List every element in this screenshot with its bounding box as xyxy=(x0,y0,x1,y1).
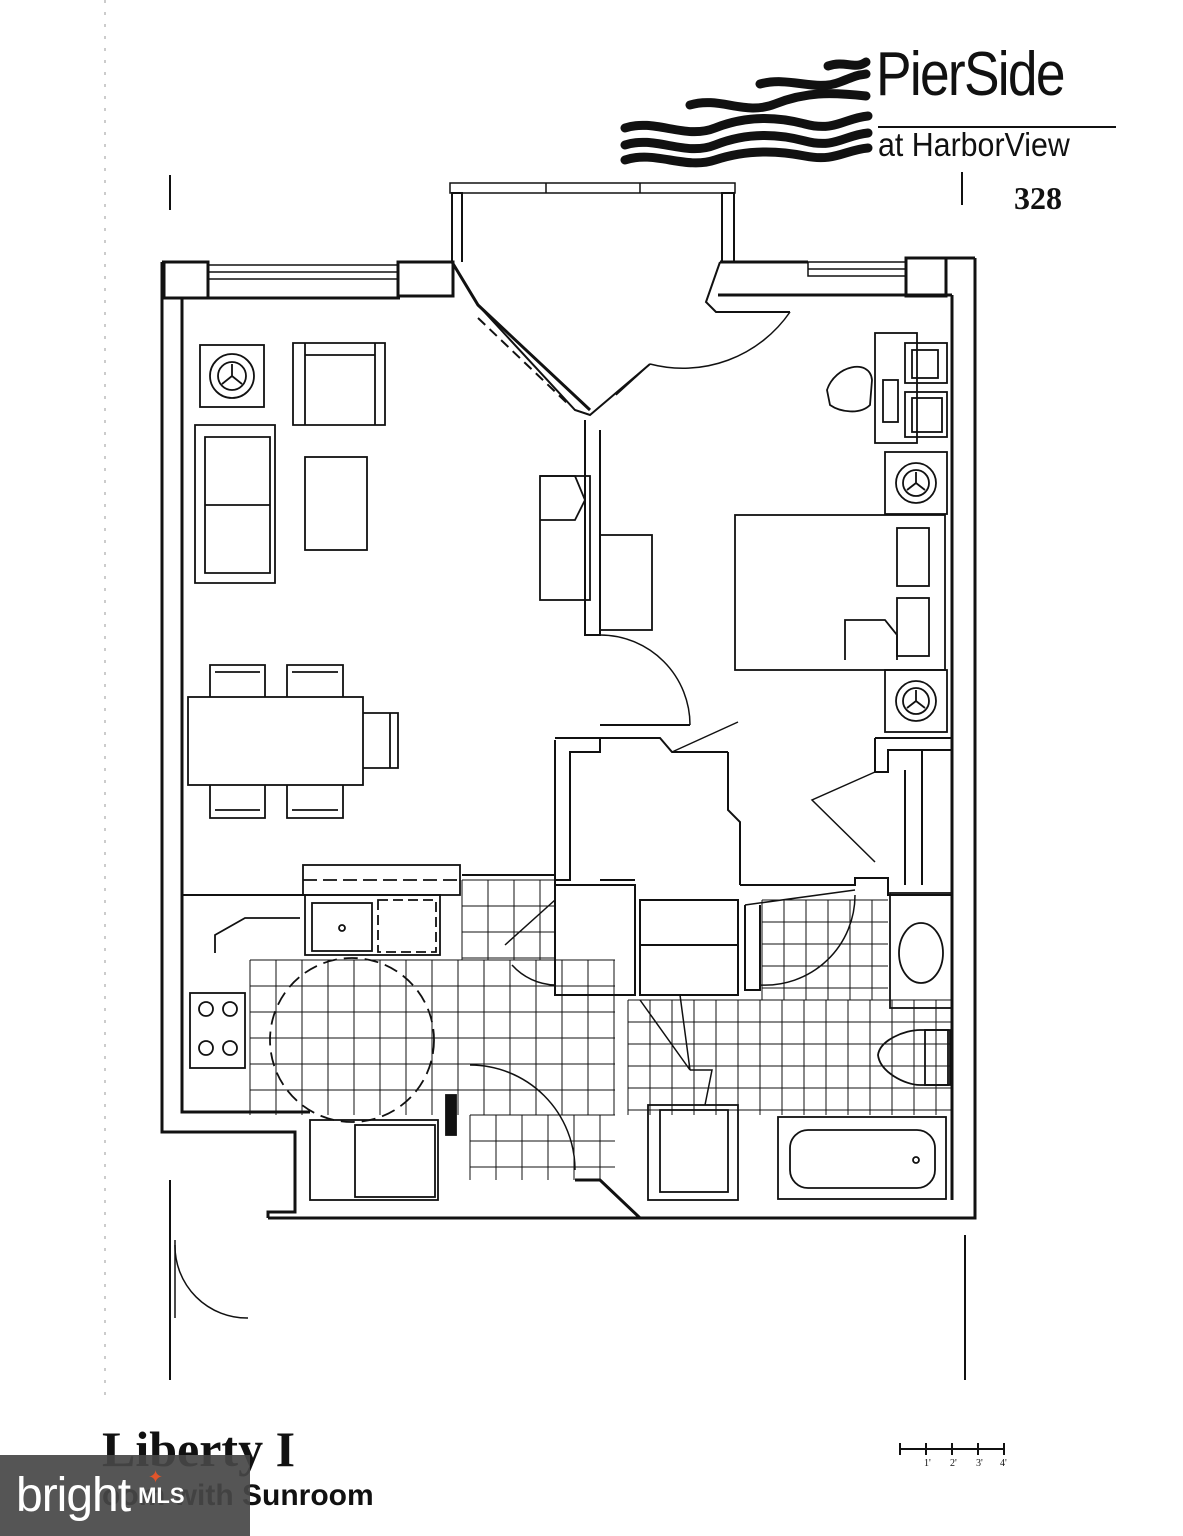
stove-burner-icon xyxy=(189,992,246,1069)
windows xyxy=(207,182,907,280)
brand-subtitle: at HarborView xyxy=(878,126,1070,163)
dining-table xyxy=(187,696,364,786)
nightstand xyxy=(884,451,948,515)
sink-icon xyxy=(898,922,944,984)
wave-logo-icon xyxy=(620,57,873,168)
bedroom-furniture xyxy=(734,332,948,733)
watermark-word: bright xyxy=(16,1468,131,1522)
watermark-suffix: MLS xyxy=(138,1482,185,1508)
lamp-icon xyxy=(221,364,243,385)
scale-label: 1' xyxy=(924,1458,931,1469)
interior-walls xyxy=(182,420,952,996)
kitchen xyxy=(189,864,461,1201)
dining-set xyxy=(187,664,399,819)
bathroom xyxy=(647,892,953,1201)
scale-label: 4' xyxy=(1000,1458,1007,1469)
scale-label: 3' xyxy=(976,1458,983,1469)
side-table xyxy=(199,344,265,408)
vanity xyxy=(889,892,953,1009)
mls-watermark: bright ✦ MLS xyxy=(0,1455,250,1536)
desk xyxy=(874,332,918,444)
unit-number: 328 xyxy=(1014,180,1062,216)
toilet-icon xyxy=(877,1029,949,1086)
nightstand xyxy=(884,669,948,733)
scale-labels: 1' 2' 3' 4' xyxy=(918,1458,1018,1472)
tile-floor xyxy=(249,879,952,1180)
linen-closet xyxy=(647,1104,739,1201)
guide-lines xyxy=(104,0,966,1400)
door-swings xyxy=(174,311,876,1319)
sink-icon xyxy=(311,902,373,952)
sunroom-bay xyxy=(451,192,790,417)
coffee-table xyxy=(304,456,368,551)
scale-bar xyxy=(899,1443,1005,1455)
spark-icon: ✦ xyxy=(148,1467,164,1488)
bed xyxy=(734,514,946,671)
brand-name: PierSide xyxy=(876,40,1066,109)
scale-label: 2' xyxy=(950,1458,957,1469)
brand-divider xyxy=(878,126,1116,128)
living-room-furniture xyxy=(194,342,653,631)
bathtub-icon xyxy=(777,1116,947,1200)
